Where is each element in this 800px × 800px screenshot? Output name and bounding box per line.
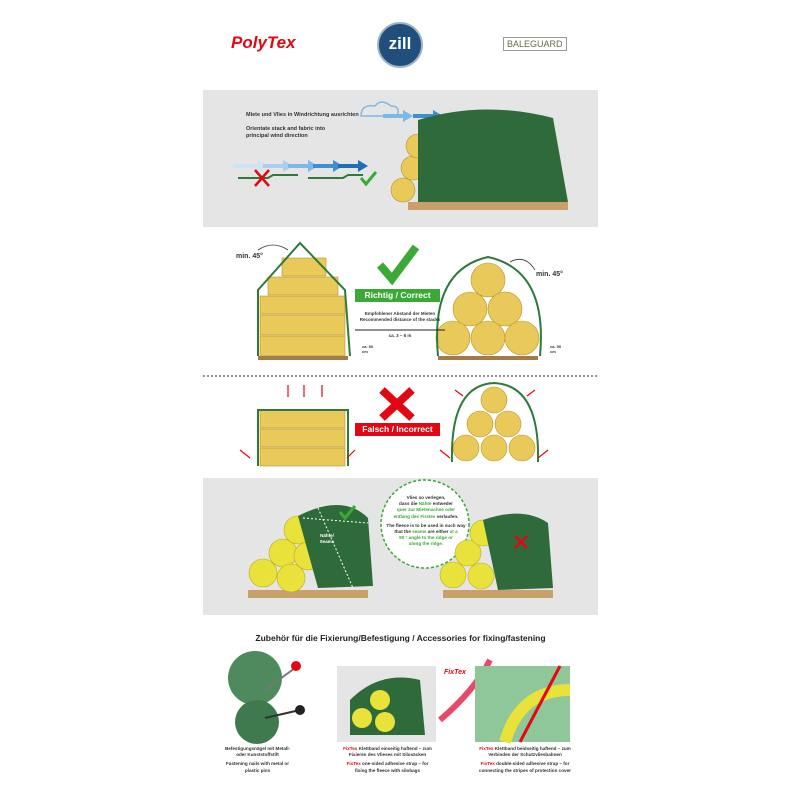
height-right: ca. 50 cm	[550, 344, 562, 355]
seams-panel: Nähte/ Seams Vlies so verlegen,dass die …	[203, 478, 598, 615]
cross-icon	[254, 169, 270, 187]
angle-left: min. 45°	[236, 253, 263, 260]
distance-de: Empfohlener Abstand der Mieten	[364, 311, 436, 316]
wind-text-de: Miete und Vlies in Windrichtung ausricht…	[246, 112, 359, 118]
seams-label: Nähte/ Seams	[319, 533, 335, 545]
accessories-title: Zubehör für die Fixierung/Befestigung / …	[255, 633, 546, 643]
check-icon	[359, 171, 378, 187]
check-icon	[376, 244, 420, 286]
seams-de: Vlies so verlegen,dass die Nähte entwede…	[393, 495, 459, 519]
accessory-one-sided: FixTex Klettband einseitig haftend – zum…	[343, 746, 432, 773]
zill-logo: zill	[377, 22, 423, 68]
wind-arrows	[233, 110, 478, 172]
distance-value: ca. 3 – 5 m	[388, 333, 412, 338]
incorrect-badge: Falsch / Incorrect	[355, 423, 440, 436]
polytex-logo: PolyTex	[231, 33, 296, 52]
accessory-nails: Befestigungsnägel mit Metall- oder Kunst…	[224, 746, 291, 773]
fixtex-logo: FixTex	[444, 669, 466, 676]
distance-en: Recommended distance of the stacks	[359, 317, 441, 323]
covered-stack-illustration	[390, 109, 568, 210]
height-left: ca. 50 cm	[362, 344, 374, 355]
angle-right: min. 45°	[536, 271, 563, 278]
baleguard-logo: BALEGUARD	[503, 37, 567, 51]
wind-direction-panel: Miete und Vlies in Windrichtung ausricht…	[203, 90, 598, 227]
wind-text-en: Orientate stack and fabric into principa…	[246, 126, 326, 140]
cloud-icon	[360, 101, 399, 117]
correct-badge: Richtig / Correct	[355, 289, 440, 302]
cross-icon	[379, 387, 415, 421]
accessory-double-sided: FixTex Klettband beidseitig haftend – zu…	[479, 746, 571, 773]
